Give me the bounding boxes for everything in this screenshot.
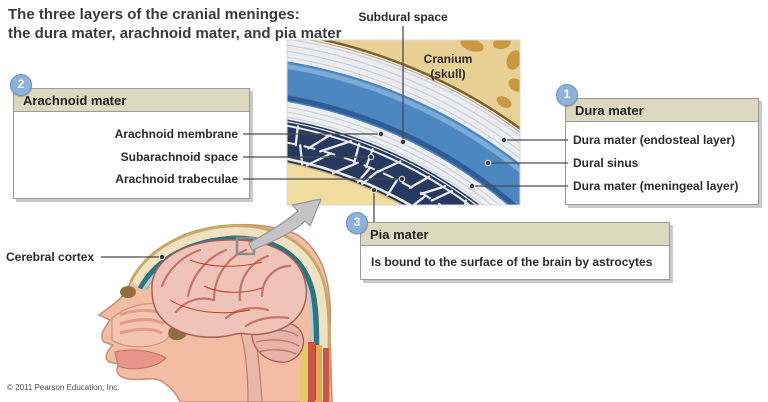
figure-title-line1: The three layers of the cranial meninges… xyxy=(8,6,300,23)
pia-mater-box: Pia mater xyxy=(360,222,670,280)
label-dura-endosteal: Dura mater (endosteal layer) xyxy=(573,133,736,147)
magnify-arrow-icon xyxy=(248,198,322,251)
dura-mater-box: Dura mater xyxy=(565,98,759,205)
label-subarachnoid-space: Subarachnoid space xyxy=(120,150,238,164)
cerebrum xyxy=(151,239,308,339)
figure-title: The three layers of the cranial meninges… xyxy=(8,5,341,43)
label-dural-sinus: Dural sinus xyxy=(573,156,639,170)
label-arachnoid-membrane: Arachnoid membrane xyxy=(114,127,238,141)
label-subdural-space: Subdural space xyxy=(358,10,448,24)
dura-mater-box-header: Dura mater xyxy=(566,99,758,122)
label-arachnoid-trabeculae: Arachnoid trabeculae xyxy=(115,172,238,186)
neck-muscles xyxy=(300,342,329,402)
label-dura-meningeal: Dura mater (meningeal layer) xyxy=(573,179,739,193)
pia-mater-box-header: Pia mater xyxy=(361,223,669,246)
copyright-notice: © 2011 Pearson Education, Inc. xyxy=(7,383,120,392)
head-sagittal-art xyxy=(97,223,333,402)
skull-diploe-spots xyxy=(460,40,520,108)
label-cerebral-cortex: Cerebral cortex xyxy=(6,250,95,264)
label-cranium: Cranium xyxy=(423,52,473,66)
step-2-badge: 2 xyxy=(10,74,32,96)
label-cranium-skull: (skull) xyxy=(430,67,466,81)
figure-title-line2: the dura mater, arachnoid mater, and pia… xyxy=(8,25,342,42)
meninges-cross-section-art xyxy=(287,40,520,205)
pia-brain-surface xyxy=(287,163,402,205)
arachnoid-mater-box-header: Arachnoid mater xyxy=(14,89,249,112)
step-1-badge: 1 xyxy=(556,84,578,106)
step-3-badge: 3 xyxy=(346,212,368,234)
pia-mater-description: Is bound to the surface of the brain by … xyxy=(371,255,653,269)
arachnoid-mater-box: Arachnoid mater xyxy=(13,88,250,199)
